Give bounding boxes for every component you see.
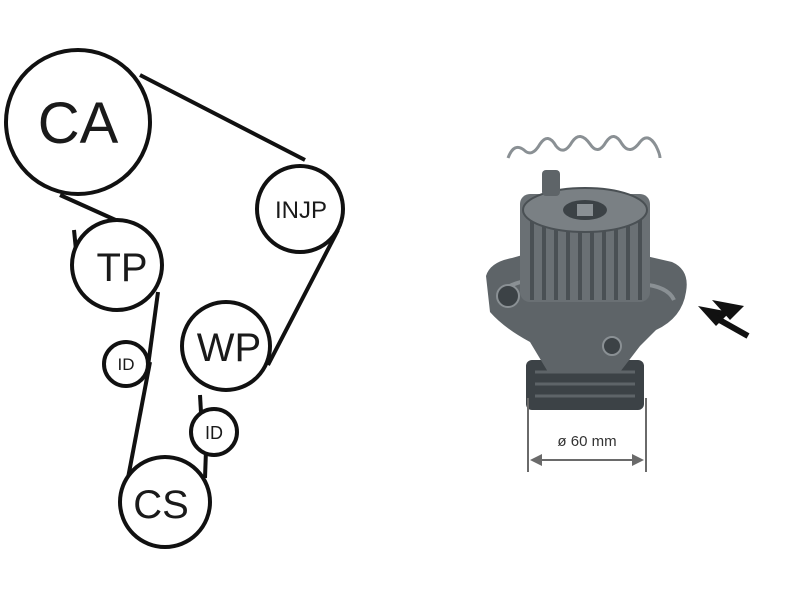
pulley-label-id1: ID	[118, 355, 135, 374]
idler-pulley-1	[102, 340, 150, 388]
pump-gear-teeth	[530, 200, 642, 300]
water-pump-image: ø 60 mm	[486, 135, 750, 472]
belt-segment	[59, 193, 121, 224]
dimension-label: ø 60 mm	[557, 433, 616, 450]
gasket-outline	[506, 135, 662, 159]
pulley-label-injp: INJP	[275, 197, 327, 224]
belt-segment	[146, 291, 160, 367]
dimension-arrow-left	[530, 454, 542, 466]
crankshaft-pulley	[118, 455, 212, 549]
water-pump-pulley	[180, 300, 272, 392]
pulley-label-tp: TP	[96, 246, 147, 290]
pump-shaft-nut	[577, 204, 593, 216]
belt-segment	[266, 229, 340, 366]
pulley-labels: CA INJP TP WP ID ID CS	[38, 91, 327, 527]
pulley-label-id2: ID	[205, 423, 223, 443]
belt-segment	[139, 73, 306, 162]
pulleys	[4, 48, 345, 549]
camshaft-pulley	[4, 48, 152, 196]
pump-bolt-hole	[602, 336, 622, 356]
injection-pump-pulley	[255, 164, 345, 254]
belt-segment	[126, 361, 152, 479]
direction-arrow-icon	[698, 300, 750, 339]
dimension-arrow-right	[632, 454, 644, 466]
pulley-label-ca: CA	[38, 91, 119, 156]
dimension-indicator	[527, 398, 647, 472]
idler-pulley-2	[189, 407, 239, 457]
tensioner-pulley	[70, 218, 164, 312]
timing-belt-diagram	[59, 73, 340, 479]
pump-bolt-hole	[496, 284, 520, 308]
pulley-label-wp: WP	[197, 326, 261, 370]
pump-top-boss	[542, 170, 560, 196]
pulley-label-cs: CS	[133, 483, 189, 527]
